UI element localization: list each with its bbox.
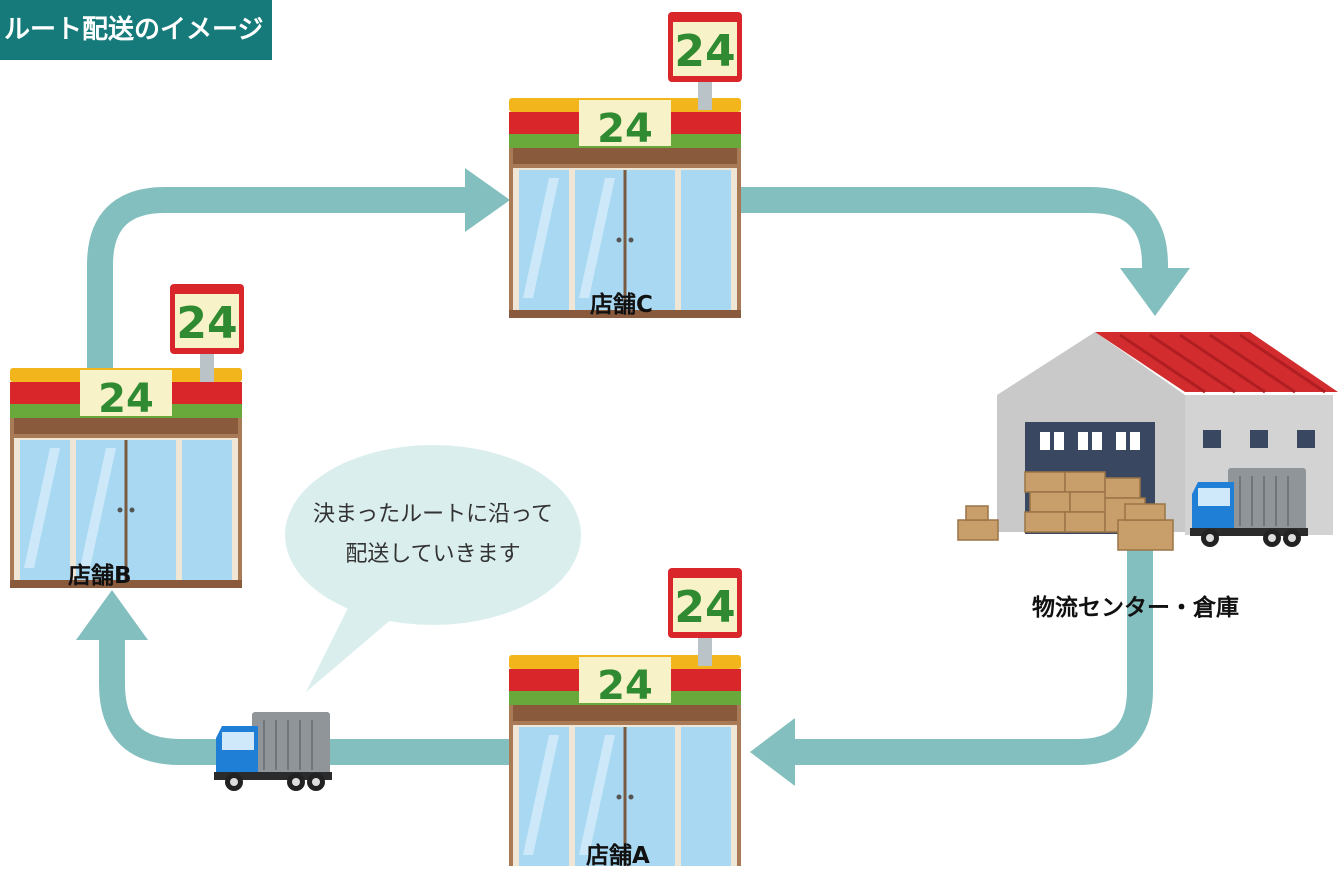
svg-text:24: 24 — [176, 298, 237, 349]
store-c-pole-sign: 24 — [668, 12, 742, 110]
svg-text:24: 24 — [674, 582, 735, 633]
speech-bubble-line-1: 決まったルートに沿って — [312, 502, 554, 527]
speech-bubble-text: 決まったルートに沿って 配送していきます — [293, 495, 573, 575]
warehouse-label: 物流センター・倉庫 — [1032, 595, 1239, 621]
svg-text:24: 24 — [674, 26, 735, 77]
store-c: 24 — [507, 96, 743, 320]
arrow-to-store-b — [76, 590, 148, 640]
arrow-to-store-a — [750, 718, 795, 786]
store-a-pole-sign: 24 — [668, 568, 742, 666]
arrow-to-warehouse — [1120, 268, 1190, 316]
store-a-awning-sign: 24 — [597, 663, 653, 709]
route-truck — [213, 711, 333, 792]
store-a-label: 店舗A — [586, 843, 650, 869]
store-c-label: 店舗C — [590, 292, 653, 318]
warehouse — [957, 332, 1338, 551]
store-c-awning-sign: 24 — [597, 106, 653, 152]
arrow-to-store-c — [465, 168, 510, 232]
route-loop — [87, 187, 1168, 765]
speech-bubble-line-2: 配送していきます — [345, 542, 521, 567]
store-b-pole-sign: 24 — [170, 284, 244, 382]
store-b: 24 — [8, 366, 244, 590]
route-arrowheads — [76, 168, 1190, 786]
store-b-label: 店舗B — [68, 563, 132, 589]
store-a: 24 — [507, 653, 743, 866]
store-b-awning-sign: 24 — [98, 376, 154, 422]
speech-bubble — [285, 445, 581, 692]
page-title: ルート配送のイメージ — [0, 0, 272, 60]
